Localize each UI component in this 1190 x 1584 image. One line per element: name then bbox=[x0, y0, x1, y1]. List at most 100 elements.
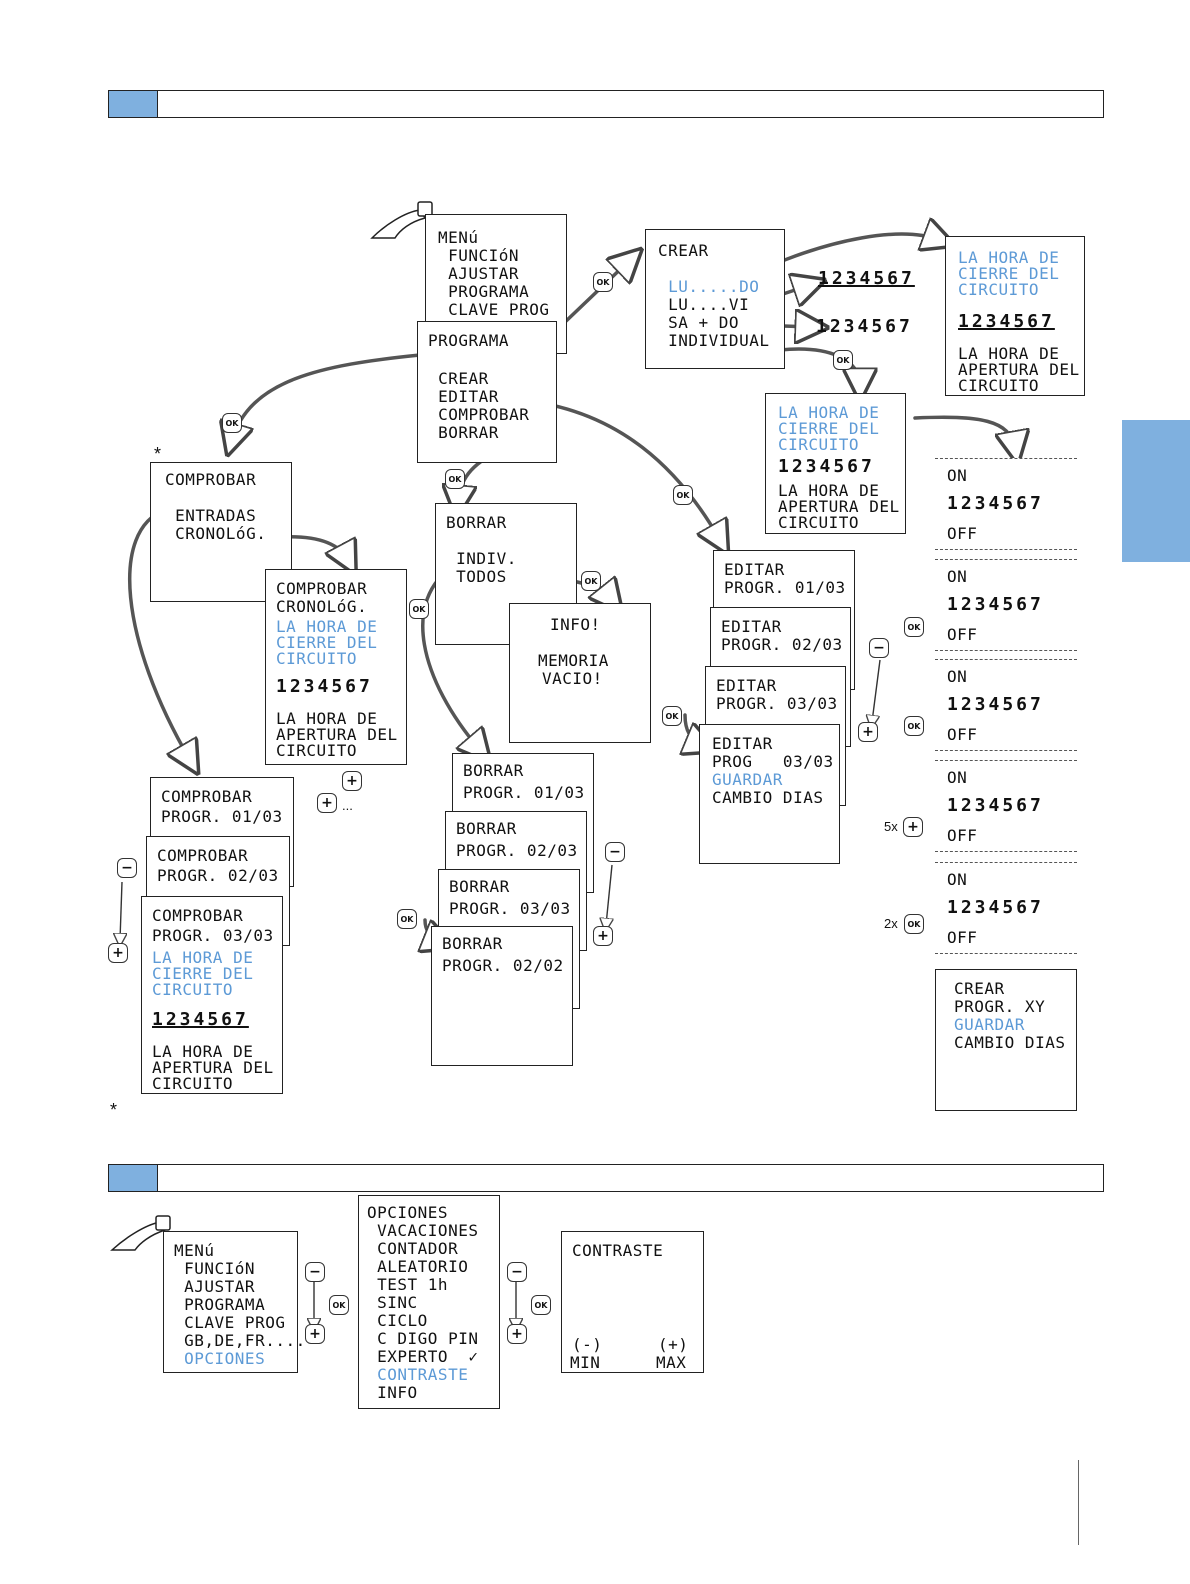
screen-hora-right: LA HORA DE CIERRE DEL CIRCUITO 1234567 L… bbox=[945, 236, 1085, 396]
multiplier-5x: 5x bbox=[884, 819, 898, 834]
borrar-item-todos[interactable]: TODOS bbox=[446, 567, 507, 586]
editar-prog-number: PROG 03/03 bbox=[712, 752, 834, 771]
ok-button-icon[interactable]: OK bbox=[593, 272, 613, 292]
off-label: OFF bbox=[947, 625, 978, 644]
hora-line: LA HORA DE bbox=[958, 344, 1060, 363]
ok-button-icon[interactable]: OK bbox=[409, 599, 429, 619]
menu-item-funcion[interactable]: FUNCIóN bbox=[438, 246, 520, 265]
borrar-prog-number: PROGR. 02/02 bbox=[442, 956, 564, 975]
minus-button-icon[interactable]: − bbox=[305, 1262, 325, 1282]
ok-button-icon[interactable]: OK bbox=[904, 914, 924, 934]
plus-button-icon[interactable]: + bbox=[507, 1324, 527, 1344]
ok-button-icon[interactable]: OK bbox=[833, 350, 853, 370]
ok-button-icon[interactable]: OK bbox=[662, 706, 682, 726]
arrow-hora-to-onoff bbox=[913, 415, 1015, 448]
cronolog-line: CIRCUITO bbox=[276, 649, 358, 668]
comp-prog-line: CIRCUITO bbox=[152, 980, 234, 999]
menu-item-ajustar[interactable]: AJUSTAR bbox=[438, 264, 520, 283]
programa-item-comprobar[interactable]: COMPROBAR bbox=[428, 405, 530, 424]
plus-button-icon[interactable]: + bbox=[342, 771, 362, 791]
editar-prog-title: EDITAR bbox=[712, 734, 773, 753]
minus-button-icon[interactable]: − bbox=[507, 1262, 527, 1282]
crear-item-lu-do[interactable]: LU.....DO bbox=[658, 277, 760, 296]
menu-item-clave-prog[interactable]: CLAVE PROG bbox=[438, 300, 550, 319]
ok-button-icon[interactable]: OK bbox=[581, 571, 601, 591]
ok-button-icon[interactable]: OK bbox=[673, 485, 693, 505]
programa-item-editar[interactable]: EDITAR bbox=[428, 387, 499, 406]
opciones-item-contraste[interactable]: CONTRASTE bbox=[367, 1365, 469, 1384]
plus-repeat-dots: ... bbox=[342, 798, 353, 813]
hora-line: CIERRE DEL bbox=[958, 264, 1060, 283]
crear-final-cambio-dias[interactable]: CAMBIO DIAS bbox=[954, 1033, 1066, 1052]
opciones-item-test[interactable]: TEST 1h bbox=[367, 1275, 449, 1294]
section-header-tab bbox=[109, 1165, 158, 1191]
minus-button-icon[interactable]: − bbox=[869, 638, 889, 658]
ok-button-icon[interactable]: OK bbox=[904, 716, 924, 736]
borrar-prog-number: PROGR. 03/03 bbox=[449, 899, 571, 918]
plus-button-icon[interactable]: + bbox=[858, 722, 878, 742]
comprobar-item-entradas[interactable]: ENTRADAS bbox=[165, 506, 257, 525]
menu-item-opciones[interactable]: OPCIONES bbox=[174, 1349, 266, 1368]
screen-hora-mid: LA HORA DE CIERRE DEL CIRCUITO 1234567 L… bbox=[765, 393, 906, 534]
hora-line: LA HORA DE bbox=[778, 403, 880, 422]
opciones-item-sinc[interactable]: SINC bbox=[367, 1293, 418, 1312]
opciones-item-info[interactable]: INFO bbox=[367, 1383, 418, 1402]
hora-line: CIRCUITO bbox=[958, 280, 1040, 299]
ok-button-icon[interactable]: OK bbox=[329, 1295, 349, 1315]
weekdays-lu-do: 1234567 bbox=[818, 268, 915, 289]
opciones-item-experto[interactable]: EXPERTO ✓ bbox=[367, 1347, 479, 1366]
screen-onoff-5: ON 1234567 OFF bbox=[935, 862, 1077, 954]
crear-item-lu-vi[interactable]: LU....VI bbox=[658, 295, 750, 314]
menu-item-ajustar[interactable]: AJUSTAR bbox=[174, 1277, 256, 1296]
crear-item-sa-do[interactable]: SA + DO bbox=[658, 313, 740, 332]
plus-button-icon[interactable]: + bbox=[108, 943, 128, 963]
comprobar-item-cronolog[interactable]: CRONOLóG. bbox=[165, 524, 267, 543]
footnote-star: * bbox=[110, 1100, 118, 1120]
on-label: ON bbox=[947, 567, 968, 586]
plus-button-icon[interactable]: + bbox=[903, 817, 923, 837]
editar-prog-number: PROGR. 02/03 bbox=[721, 635, 843, 654]
info-line: VACIO! bbox=[542, 669, 603, 688]
borrar-item-indiv[interactable]: INDIV. bbox=[446, 549, 517, 568]
ok-button-icon[interactable]: OK bbox=[904, 617, 924, 637]
menu-item-programa[interactable]: PROGRAMA bbox=[438, 282, 530, 301]
programa-item-borrar[interactable]: BORRAR bbox=[428, 423, 499, 442]
editar-prog-title: EDITAR bbox=[716, 676, 777, 695]
menu-item-clave-prog[interactable]: CLAVE PROG bbox=[174, 1313, 286, 1332]
ok-button-icon[interactable]: OK bbox=[397, 909, 417, 929]
menu-item-programa[interactable]: PROGRAMA bbox=[174, 1295, 266, 1314]
comp-prog-title: COMPROBAR bbox=[157, 846, 249, 865]
screen-crear: CREAR LU.....DO LU....VI SA + DO INDIVID… bbox=[645, 229, 785, 369]
opciones-item-contador[interactable]: CONTADOR bbox=[367, 1239, 459, 1258]
plus-button-icon[interactable]: + bbox=[593, 926, 613, 946]
menu-item-language[interactable]: GB,DE,FR.... bbox=[174, 1331, 306, 1350]
minus-button-icon[interactable]: − bbox=[117, 858, 137, 878]
crear-item-individual[interactable]: INDIVIDUAL bbox=[658, 331, 770, 350]
minus-button-icon[interactable]: − bbox=[605, 842, 625, 862]
menu-item-funcion[interactable]: FUNCIóN bbox=[174, 1259, 256, 1278]
ok-button-icon[interactable]: OK bbox=[222, 413, 242, 433]
cronolog-line: COMPROBAR bbox=[276, 579, 368, 598]
section-header-bar-opciones bbox=[108, 1164, 1104, 1192]
opciones-item-codigo-pin[interactable]: C DIGO PIN bbox=[367, 1329, 479, 1348]
programa-item-crear[interactable]: CREAR bbox=[428, 369, 489, 388]
opciones-item-vacaciones[interactable]: VACACIONES bbox=[367, 1221, 479, 1240]
plus-button-icon[interactable]: + bbox=[305, 1324, 325, 1344]
comp-prog-line: CIRCUITO bbox=[152, 1074, 234, 1093]
screen-onoff-2: ON 1234567 OFF bbox=[935, 559, 1077, 651]
opciones-item-ciclo[interactable]: CICLO bbox=[367, 1311, 428, 1330]
multiplier-2x: 2x bbox=[884, 916, 898, 931]
hora-line: CIRCUITO bbox=[958, 376, 1040, 395]
screen-borrar-prog-02-02: BORRAR PROGR. 02/02 bbox=[431, 926, 573, 1066]
opciones-item-aleatorio[interactable]: ALEATORIO bbox=[367, 1257, 469, 1276]
weekdays: 1234567 bbox=[276, 676, 373, 697]
opciones-title: OPCIONES bbox=[367, 1203, 449, 1222]
crear-final-guardar[interactable]: GUARDAR bbox=[954, 1015, 1025, 1034]
footnote-star: * bbox=[154, 444, 162, 464]
editar-guardar[interactable]: GUARDAR bbox=[712, 770, 783, 789]
plus-button-icon[interactable]: + bbox=[317, 793, 337, 813]
editar-cambio-dias[interactable]: CAMBIO DIAS bbox=[712, 788, 824, 807]
ok-button-icon[interactable]: OK bbox=[445, 469, 465, 489]
screen-comp-cronolog: COMPROBAR CRONOLóG. LA HORA DE CIERRE DE… bbox=[265, 569, 407, 765]
ok-button-icon[interactable]: OK bbox=[531, 1295, 551, 1315]
